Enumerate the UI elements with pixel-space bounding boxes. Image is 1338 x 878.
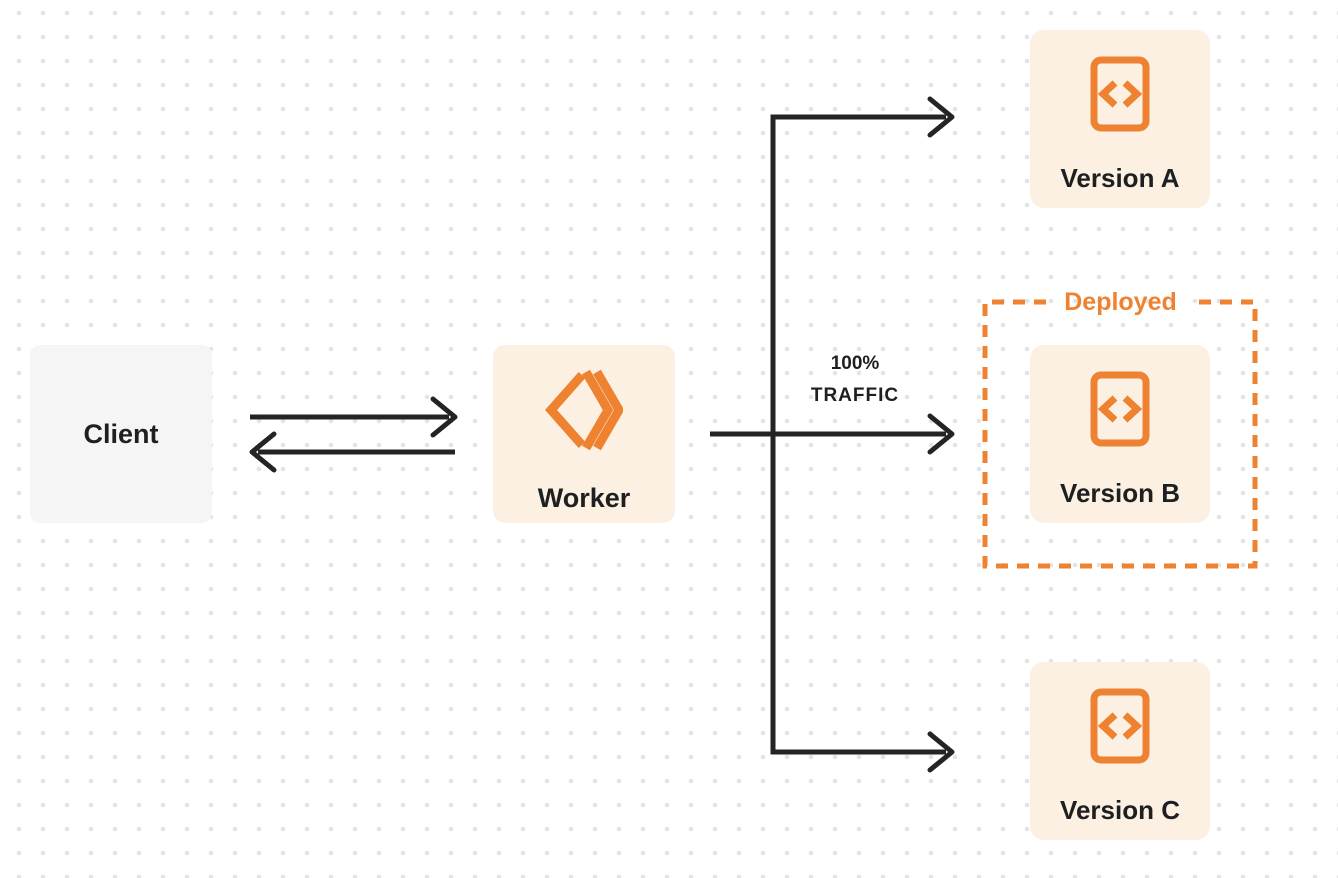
- worker-label: Worker: [537, 483, 631, 513]
- client-node: Client: [30, 345, 212, 523]
- arrowhead-version-a: [927, 96, 955, 138]
- worker-node: Worker: [493, 345, 675, 523]
- code-document-icon: [1090, 688, 1150, 769]
- version-b-label: Version B: [1060, 478, 1180, 508]
- deployed-badge-label: Deployed: [1064, 288, 1177, 316]
- traffic-arrow-to-version-b: [710, 413, 955, 455]
- traffic-word-label: TRAFFIC: [810, 385, 900, 406]
- traffic-annotation: 100% TRAFFIC: [785, 348, 925, 412]
- client-to-worker-arrow: [250, 396, 458, 438]
- client-label: Client: [83, 419, 159, 449]
- worker-to-client-arrow: [249, 431, 455, 473]
- version-a-label: Version A: [1060, 163, 1180, 193]
- version-c-label: Version C: [1060, 795, 1180, 825]
- version-c-node: Version C: [1030, 662, 1210, 840]
- workers-double-chevron-icon: [544, 369, 625, 456]
- version-b-node: Version B: [1030, 345, 1210, 523]
- branch-trunk: [770, 114, 946, 755]
- arrowhead-version-c: [927, 731, 955, 773]
- code-document-icon: [1090, 56, 1150, 137]
- traffic-percent-label: 100%: [830, 353, 880, 374]
- code-document-icon: [1090, 371, 1150, 452]
- version-a-node: Version A: [1030, 30, 1210, 208]
